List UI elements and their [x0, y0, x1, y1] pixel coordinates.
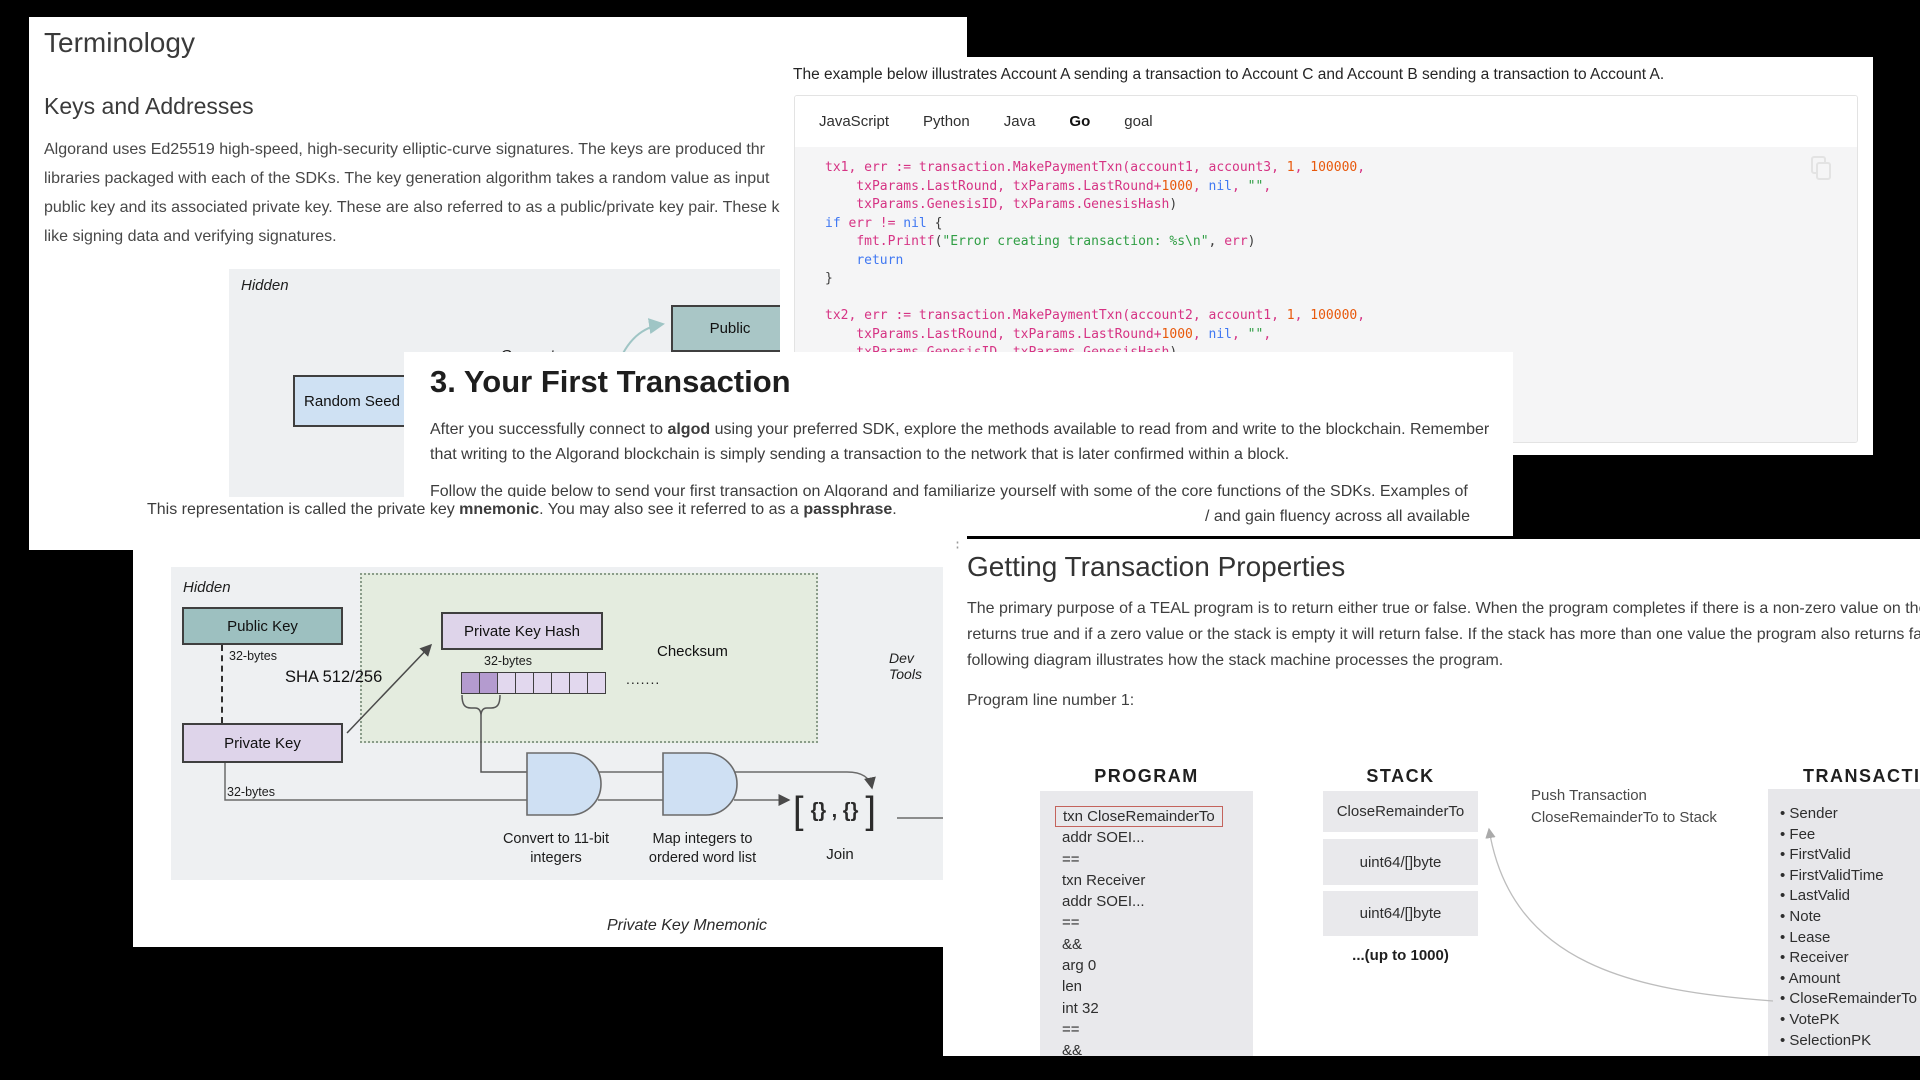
hash-segment: [587, 672, 606, 694]
tab-3[interactable]: Go: [1069, 113, 1091, 130]
stack-slot: uint64/[]byte: [1323, 891, 1478, 936]
hidden-label: Hidden: [183, 579, 231, 596]
transaction-field-3: FirstValidTime: [1780, 866, 1920, 887]
program-row-2: ==: [1062, 850, 1080, 868]
transaction-field-9: CloseRemainderTo: [1780, 989, 1920, 1010]
program-row-9: int 32: [1062, 999, 1099, 1017]
transaction-fields-list: SenderFeeFirstValidFirstValidTimeLastVal…: [1768, 789, 1920, 1056]
public-key-box: Public: [671, 305, 789, 352]
word-list-brackets: [ {} , {} ]: [793, 790, 876, 832]
section-title: Getting Transaction Properties: [967, 551, 1346, 582]
body-text-line: public key and its associated private ke…: [44, 199, 780, 216]
section-title: 3. Your First Transaction: [430, 364, 791, 399]
checksum-label: Checksum: [657, 643, 728, 660]
body-text-line: Algorand uses Ed25519 high-speed, high-s…: [44, 141, 765, 158]
body-text-line: Follow the guide below to send your firs…: [430, 483, 1468, 500]
mnemonic-panel: This representation is called the privat…: [133, 497, 957, 947]
bytes-label: 32-bytes: [229, 649, 277, 663]
tab-4[interactable]: goal: [1124, 113, 1153, 130]
page-title: Terminology: [44, 27, 195, 58]
program-row-8: len: [1062, 978, 1083, 996]
bytes-label: 32-bytes: [227, 785, 275, 799]
body-text-line: The primary purpose of a TEAL program is…: [967, 600, 1920, 617]
code-description: The example below illustrates Account A …: [793, 66, 1665, 83]
diagram-caption: Private Key Mnemonic: [606, 917, 768, 934]
hash-segments: [461, 672, 606, 694]
body-text-line: libraries packaged with each of the SDKs…: [44, 170, 770, 187]
program-row-11: &&: [1062, 1042, 1083, 1056]
program-header: PROGRAM: [1094, 766, 1199, 786]
stack-slot: uint64/[]byte: [1323, 839, 1478, 885]
hash-segment: [551, 672, 570, 694]
transaction-field-0: Sender: [1780, 804, 1920, 825]
program-row-4: addr SOEI...: [1062, 893, 1145, 911]
copy-icon[interactable]: [1811, 156, 1833, 182]
checksum-region: [360, 573, 818, 743]
program-row-10: ==: [1062, 1020, 1080, 1038]
random-seed-box: Random Seed: [293, 375, 411, 427]
mnemonic-sentence: This representation is called the privat…: [147, 501, 897, 518]
stack-slot: CloseRemainderTo: [1323, 791, 1478, 832]
push-annotation: Push Transaction CloseRemainderTo to Sta…: [1531, 787, 1717, 826]
hash-segment: [533, 672, 552, 694]
program-line-label: Program line number 1:: [967, 692, 1135, 709]
transaction-field-7: Receiver: [1780, 948, 1920, 969]
bytes-label: 32-bytes: [484, 654, 532, 668]
transaction-field-8: Amount: [1780, 969, 1920, 990]
tab-1[interactable]: Python: [923, 113, 970, 130]
body-text-line: like signing data and verifying signatur…: [44, 228, 337, 245]
body-text-line: following diagram illustrates how the st…: [967, 652, 1504, 669]
public-key-box: Public Key: [182, 607, 343, 645]
private-key-box: Private Key: [182, 723, 343, 763]
program-row-6: &&: [1062, 935, 1083, 953]
body-text-line: returns true and if a zero value or the …: [967, 626, 1920, 643]
tab-0[interactable]: JavaScript: [819, 113, 890, 130]
transaction-field-10: VotePK: [1780, 1010, 1920, 1031]
program-row-5: ==: [1062, 914, 1080, 932]
hash-segment: [461, 672, 480, 694]
body-text-fragment: / and gain fluency across all available: [1205, 508, 1471, 525]
segment-ellipsis: .......: [626, 671, 661, 687]
program-row-0: txn CloseRemainderTo: [1055, 806, 1253, 827]
dev-tools-label: Dev Tools: [889, 650, 922, 682]
program-row-7: arg 0: [1062, 957, 1097, 975]
transaction-field-2: FirstValid: [1780, 845, 1920, 866]
private-key-hash-box: Private Key Hash: [441, 612, 603, 650]
body-text-line: that writing to the Algorand blockchain …: [430, 446, 1290, 463]
transaction-properties-panel: ⋮ Getting Transaction Properties The pri…: [943, 539, 1920, 1056]
program-list: txn CloseRemainderTo addr SOEI... == txn Re…: [1040, 791, 1253, 1056]
transaction-field-1: Fee: [1780, 825, 1920, 846]
stack-limit-label: ...(up to 1000): [1352, 947, 1449, 964]
hidden-label: Hidden: [241, 277, 289, 294]
transaction-field-5: Note: [1780, 907, 1920, 928]
hash-segment: [479, 672, 498, 694]
convert-label: Convert to 11-bit integers: [502, 831, 610, 866]
section-heading: Keys and Addresses: [44, 93, 254, 119]
program-row-3: txn Receiver: [1062, 871, 1146, 889]
transaction-field-4: LastValid: [1780, 886, 1920, 907]
hash-segment: [497, 672, 516, 694]
transaction-field-6: Lease: [1780, 928, 1920, 949]
dashed-connector: [221, 645, 223, 723]
body-text-line: After you successfully connect to algod …: [430, 421, 1490, 438]
dots-mark: ⋮: [950, 539, 965, 551]
hash-segment: [515, 672, 534, 694]
tab-2[interactable]: Java: [1003, 113, 1036, 130]
language-tabs: JavaScript Python Java Go goal: [795, 96, 1857, 147]
program-row-1: addr SOEI...: [1062, 829, 1145, 847]
sha-label: SHA 512/256: [285, 668, 383, 686]
stack-header: STACK: [1366, 766, 1435, 786]
map-label: Map integers to ordered word list: [648, 831, 757, 866]
hash-segment: [569, 672, 588, 694]
join-label: Join: [826, 846, 854, 863]
transaction-header: TRANSACTION: [1803, 766, 1920, 786]
mnemonic-diagram: Hidden Public Key 32-bytes Private Key 3…: [171, 567, 947, 880]
transaction-field-11: SelectionPK: [1780, 1031, 1920, 1052]
